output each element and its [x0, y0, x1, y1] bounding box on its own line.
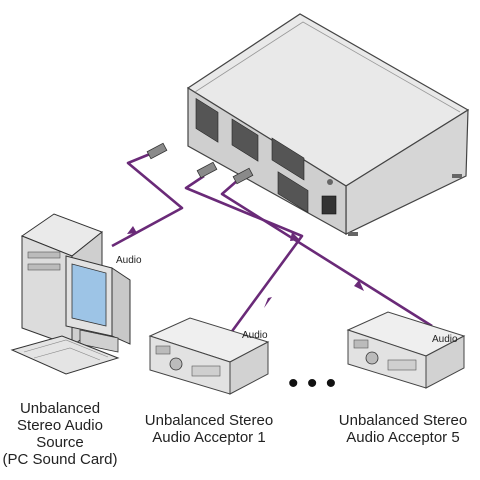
source-caption: Unbalanced Stereo Audio Source (PC Sound… [0, 400, 120, 468]
signal-arrows [127, 226, 364, 308]
arrow-icon [354, 280, 364, 291]
acceptor5-cable-label: Audio [432, 334, 458, 345]
monitor-screen [71, 263, 107, 327]
rca-plugs [146, 142, 254, 185]
source-caption-line: Stereo Audio [17, 417, 103, 434]
more-acceptors-ellipsis: • • • [288, 367, 336, 400]
pc-source-device [10, 213, 131, 375]
power-connector-icon [321, 195, 337, 215]
rear-terminal-blocks [195, 97, 309, 213]
source-caption-line: Source [36, 434, 84, 451]
arrow-icon [127, 226, 137, 234]
acceptor1-caption-line: Unbalanced Stereo [144, 412, 274, 429]
audio-cables [111, 152, 433, 335]
arrow-icon [264, 297, 272, 308]
acceptor5-caption: Unbalanced Stereo Audio Acceptor 5 [328, 412, 478, 446]
ground-screw-icon [327, 179, 333, 185]
source-cable-label: Audio [116, 255, 142, 266]
acceptor1-audio-cable [184, 174, 304, 335]
acceptor5-device [346, 311, 466, 389]
acceptor5-caption-line: Audio Acceptor 5 [346, 429, 460, 446]
acceptor1-caption: Unbalanced Stereo Audio Acceptor 1 [134, 412, 284, 446]
acceptor1-caption-line: Audio Acceptor 1 [152, 429, 266, 446]
acceptor1-cable-label: Audio [242, 330, 268, 341]
acceptor5-caption-line: Unbalanced Stereo [338, 412, 468, 429]
source-caption-line: Unbalanced [19, 400, 101, 417]
arrow-icon [290, 232, 300, 241]
distribution-amplifier-unit [186, 13, 470, 236]
keyboard-icon [10, 335, 120, 375]
source-audio-cable [111, 152, 184, 248]
source-caption-line: (PC Sound Card) [2, 451, 118, 468]
acceptor1-device [148, 317, 270, 395]
acceptor5-audio-cable [220, 179, 433, 328]
